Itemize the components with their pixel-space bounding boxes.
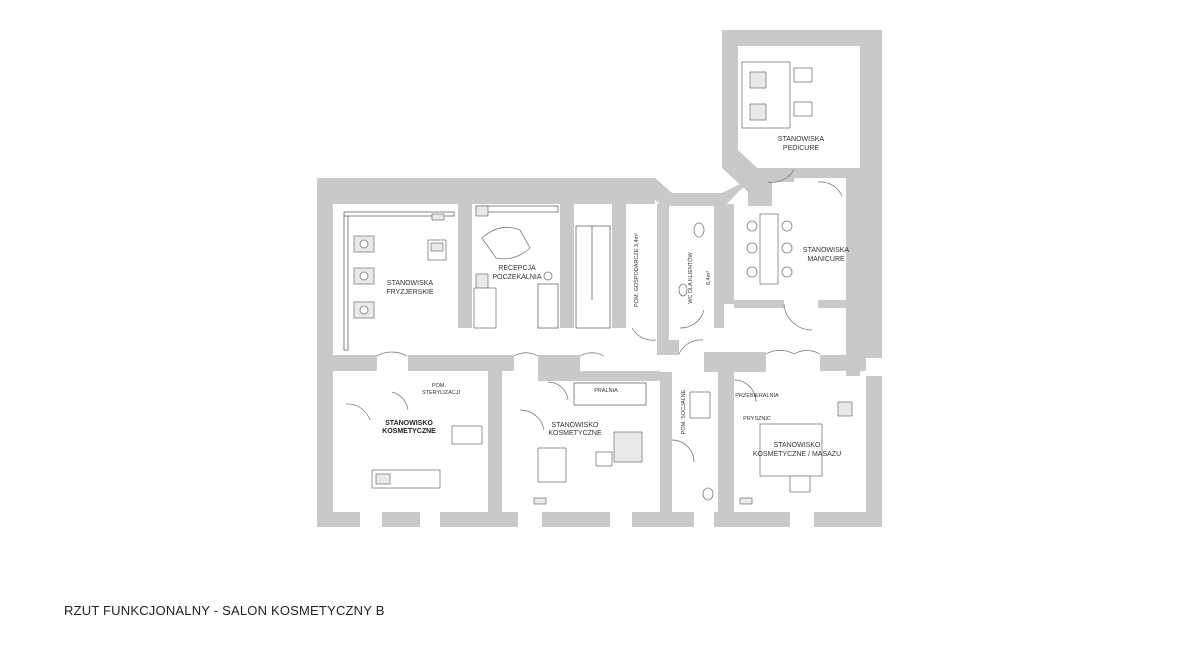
cosmetic-bed-icon <box>371 423 823 493</box>
label-sterylizacja-1: POM. <box>432 383 447 389</box>
label-kosmetyczne-mid-2: KOSMETYCZNE <box>548 430 602 437</box>
toilet-icon <box>678 222 714 501</box>
label-recepcja-2: POCZEKALNIA <box>492 274 541 281</box>
label-masaz-1: STANOWISKO <box>774 442 821 449</box>
room-labels: STANOWISKA PEDICURE STANOWISKA MANICURE … <box>382 136 849 458</box>
walls <box>317 30 882 527</box>
label-pedicure-1: STANOWISKA <box>778 136 824 143</box>
label-fryzjerskie-1: STANOWISKA <box>387 280 433 287</box>
label-wc-2: 6,4m² <box>706 271 712 285</box>
label-socjalne: POM. SOCJALNE <box>681 389 687 434</box>
label-pedicure-2: PEDICURE <box>783 145 820 152</box>
fixtures <box>353 71 853 505</box>
label-kosmetyczne-left-2: KOSMETYCZNE <box>382 428 436 435</box>
manicure-chair-icon <box>746 220 793 278</box>
doors <box>345 169 843 463</box>
salon-chair-icon <box>427 239 447 261</box>
label-recepcja-1: RECEPCJA <box>498 265 536 272</box>
label-pralnia: PRALNIA <box>594 388 618 394</box>
pedicure-chair-icon <box>749 71 767 121</box>
label-kosmetyczne-mid-1: STANOWISKO <box>552 422 599 429</box>
label-przebieralnia: PRZEBIERALNIA <box>735 393 779 399</box>
label-sterylizacja-2: STERYLIZACJI <box>422 390 461 396</box>
staircase <box>575 225 611 329</box>
label-gospodarcze: POM. GOSPODARCZE 3,4m² <box>634 233 640 307</box>
label-manicure-1: STANOWISKA <box>803 247 849 254</box>
label-masaz-2: KOSMETYCZNE / MASAŻU <box>753 449 841 458</box>
plan-caption: RZUT FUNKCJONALNY - SALON KOSMETYCZNY B <box>64 603 385 618</box>
label-wc-1: WC DLA KLIENTÓW <box>687 252 694 304</box>
label-fryzjerskie-2: FRYZJERSKIE <box>386 289 434 296</box>
label-kosmetyczne-left-1: STANOWISKO <box>385 420 433 427</box>
reception-desk-icon <box>481 226 531 260</box>
label-prysznic: PRYSZNIC <box>743 416 771 422</box>
label-manicure-2: MANICURE <box>807 256 845 263</box>
hair-wash-chair-icon <box>353 235 375 319</box>
